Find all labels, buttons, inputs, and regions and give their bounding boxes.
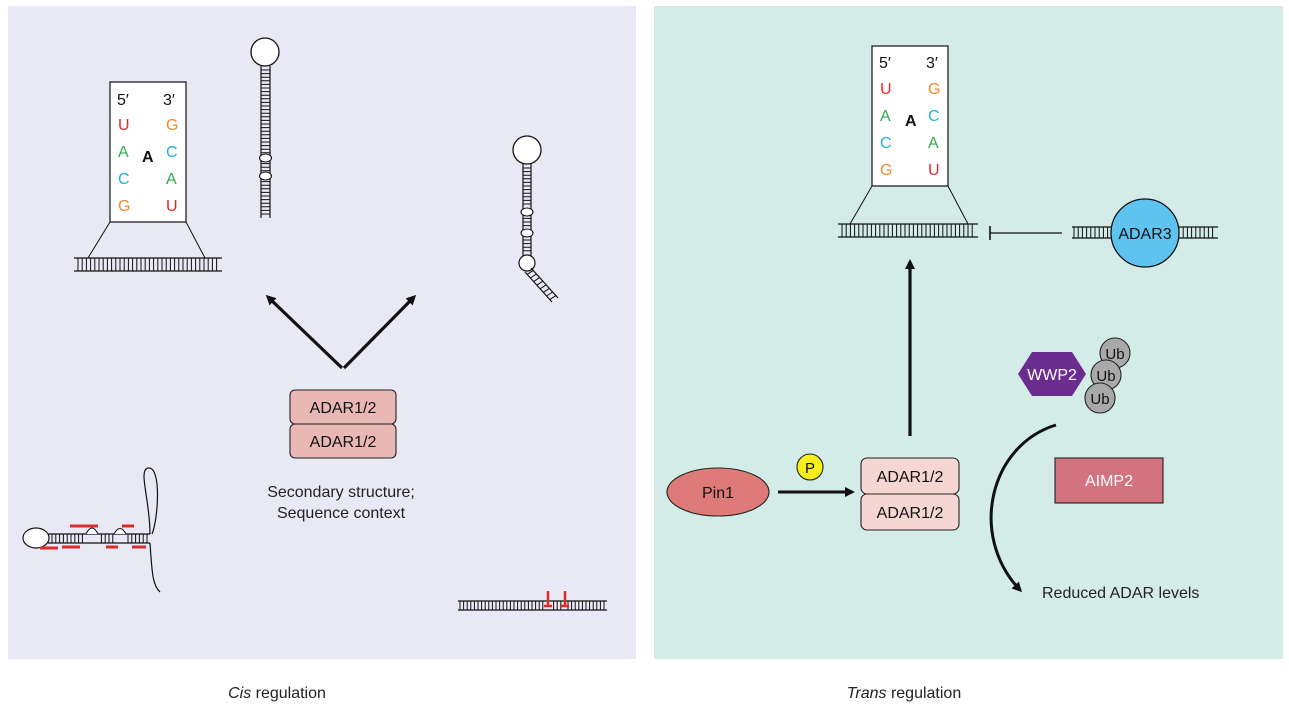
cis-sequence-box: 5′ 3′ U A C G G C A U A <box>87 81 206 259</box>
aimp2-label: AIMP2 <box>1085 473 1133 490</box>
trans-adar-dimer: ADAR1/2 ADAR1/2 <box>860 457 960 531</box>
cis-arrow-left <box>265 294 344 370</box>
trans-3prime-label: 3′ <box>926 55 938 72</box>
cis-long-hairpin-mismatches <box>22 467 161 593</box>
trans-target-adenosine: A <box>905 113 917 130</box>
trans-right-nt: U <box>928 162 940 179</box>
trans-right-nt: A <box>928 135 939 152</box>
trans-right-nt: C <box>928 108 940 125</box>
cis-dsrna-duplex <box>74 257 222 272</box>
cis-adar-dimer: ADAR1/2 ADAR1/2 <box>289 389 397 459</box>
cis-left-nt: G <box>118 198 130 215</box>
cis-adar-bottom-label: ADAR1/2 <box>310 434 377 451</box>
cis-right-nt: U <box>166 198 178 215</box>
ub-label: Ub <box>1105 346 1124 363</box>
cis-caption: Cis regulation <box>228 685 326 702</box>
cis-adar-bottom <box>289 423 397 459</box>
ub-label: Ub <box>1090 391 1109 408</box>
adar3-inhibition <box>989 226 1062 240</box>
trans-dsrna-duplex <box>838 223 978 238</box>
reduced-adar-label: Reduced ADAR levels <box>1042 585 1199 602</box>
cis-3prime-label: 3′ <box>163 92 175 109</box>
aimp2-protein: AIMP2 <box>1054 457 1164 504</box>
trans-caption: Trans regulation <box>847 685 961 702</box>
wwp2-hexagon <box>1018 352 1086 396</box>
adar3-complex: ADAR3 <box>1072 198 1218 268</box>
cis-hairpin-straight <box>250 37 280 218</box>
cis-right-nt: G <box>166 117 178 134</box>
phospho-badge: P <box>796 453 824 481</box>
trans-5prime-label: 5′ <box>879 55 891 72</box>
cis-target-adenosine: A <box>142 149 154 166</box>
trans-panel <box>654 6 1283 659</box>
trans-right-nt: G <box>928 81 940 98</box>
cis-duplex-mismatch <box>458 591 607 611</box>
cis-left-nt: C <box>118 171 130 188</box>
adar3-label: ADAR3 <box>1118 226 1171 243</box>
ub-label: Ub <box>1096 368 1115 385</box>
pin1-label: Pin1 <box>702 485 734 502</box>
cis-panel <box>8 6 636 659</box>
adar3-circle <box>1110 198 1180 268</box>
trans-adar-bottom-label: ADAR1/2 <box>877 505 944 522</box>
wwp2-label: WWP2 <box>1027 367 1077 384</box>
cis-right-nt: C <box>166 144 178 161</box>
trans-left-nt: C <box>880 135 892 152</box>
wwp2-ubiquitin-complex: WWP2 Ub Ub Ub <box>1018 337 1131 414</box>
trans-left-nt: U <box>880 81 892 98</box>
cis-5prime-label: 5′ <box>117 92 129 109</box>
cis-adar-top-label: ADAR1/2 <box>310 400 377 417</box>
degradation-arrow <box>989 423 1057 593</box>
cis-description-line2: Sequence context <box>277 505 406 522</box>
phospho-label: P <box>805 460 815 477</box>
cis-left-nt: U <box>118 117 130 134</box>
cis-arrow-right <box>342 294 417 370</box>
trans-sequence-box: 5′ 3′ U A C G G C A U A <box>849 45 969 225</box>
cis-description-line1: Secondary structure; <box>267 484 415 501</box>
pin1-protein: Pin1 <box>666 467 770 517</box>
trans-adar-bottom <box>860 493 960 531</box>
trans-left-nt: A <box>880 108 891 125</box>
trans-adar-top-label: ADAR1/2 <box>877 469 944 486</box>
trans-left-nt: G <box>880 162 892 179</box>
cis-right-nt: A <box>166 171 177 188</box>
cis-hairpin-bent <box>512 135 559 303</box>
cis-left-nt: A <box>118 144 129 161</box>
